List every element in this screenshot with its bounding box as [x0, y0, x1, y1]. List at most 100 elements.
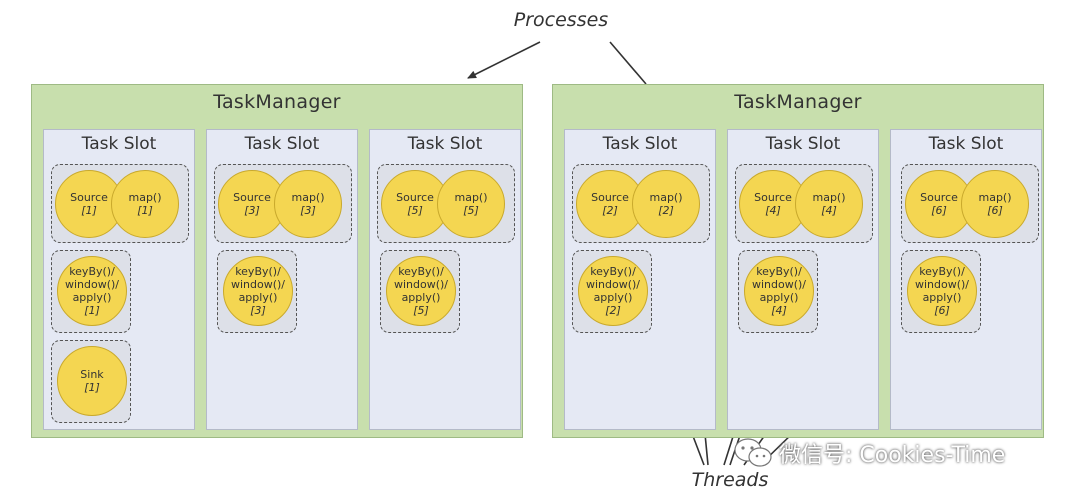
window-operator: keyBy()/ window()/ apply() [1] — [57, 256, 127, 326]
map-operator: map() [1] — [111, 170, 179, 238]
operator-name: window()/ — [585, 278, 641, 291]
window-operator: keyBy()/ window()/ apply() [6] — [907, 256, 977, 326]
source-map-group: Source [6] map() [6] — [901, 164, 1039, 243]
operator-name: Sink — [80, 368, 104, 381]
operator-name: window()/ — [64, 278, 120, 291]
source-map-group: Source [1] map() [1] — [51, 164, 189, 243]
task-slot-6: Task Slot Source [6] map() [6] keyBy()/ … — [890, 129, 1042, 430]
source-operator: Source [1] — [55, 170, 123, 238]
task-manager-title: TaskManager — [734, 91, 862, 113]
operator-index: [5] — [463, 204, 479, 217]
task-manager-2: TaskManager Task Slot Source [2] map() [… — [552, 84, 1044, 438]
operator-name: Source — [70, 191, 108, 204]
task-slot-title: Task Slot — [81, 134, 157, 154]
task-slot-2: Task Slot Source [3] map() [3] keyBy()/ … — [206, 129, 358, 430]
task-manager-title: TaskManager — [213, 91, 341, 113]
operator-name: Source — [591, 191, 629, 204]
operator-name: keyBy()/ — [398, 265, 444, 278]
operator-name: apply() — [759, 291, 799, 304]
operator-name: apply() — [922, 291, 962, 304]
operator-index: [3] — [300, 204, 316, 217]
operator-name: map() — [812, 191, 846, 204]
operator-name: window()/ — [914, 278, 970, 291]
map-operator: map() [6] — [961, 170, 1029, 238]
operator-index: [5] — [413, 304, 429, 317]
task-slot-title: Task Slot — [407, 134, 483, 154]
task-slot-3: Task Slot Source [5] map() [5] keyBy()/ … — [369, 129, 521, 430]
operator-name: Source — [754, 191, 792, 204]
operator-index: [6] — [987, 204, 1003, 217]
operator-name: keyBy()/ — [756, 265, 802, 278]
processes-arrow-right — [609, 41, 647, 85]
task-slot-1: Task Slot Source [1] map() [1] keyBy()/ … — [43, 129, 195, 430]
processes-arrow-left — [467, 41, 541, 79]
window-group: keyBy()/ window()/ apply() [2] — [572, 250, 652, 333]
operator-index: [1] — [137, 204, 153, 217]
operator-index: [6] — [931, 204, 947, 217]
operator-name: map() — [128, 191, 162, 204]
operator-name: keyBy()/ — [235, 265, 281, 278]
operator-name: keyBy()/ — [919, 265, 965, 278]
source-map-group: Source [5] map() [5] — [377, 164, 515, 243]
sink-operator: Sink [1] — [57, 346, 127, 416]
window-group: keyBy()/ window()/ apply() [1] — [51, 250, 131, 333]
task-slot-4: Task Slot Source [2] map() [2] keyBy()/ … — [564, 129, 716, 430]
threads-label: Threads — [691, 469, 769, 491]
operator-name: map() — [291, 191, 325, 204]
operator-name: map() — [649, 191, 683, 204]
window-operator: keyBy()/ window()/ apply() [4] — [744, 256, 814, 326]
operator-index: [5] — [407, 204, 423, 217]
task-slot-title: Task Slot — [602, 134, 678, 154]
source-map-group: Source [3] map() [3] — [214, 164, 352, 243]
window-group: keyBy()/ window()/ apply() [4] — [738, 250, 818, 333]
operator-index: [1] — [84, 304, 100, 317]
window-group: keyBy()/ window()/ apply() [3] — [217, 250, 297, 333]
processes-label: Processes — [513, 9, 609, 31]
operator-name: Source — [920, 191, 958, 204]
task-slot-title: Task Slot — [244, 134, 320, 154]
source-map-group: Source [4] map() [4] — [735, 164, 873, 243]
operator-index: [4] — [771, 304, 787, 317]
window-group: keyBy()/ window()/ apply() [5] — [380, 250, 460, 333]
operator-name: apply() — [238, 291, 278, 304]
source-operator: Source [5] — [381, 170, 449, 238]
operator-index: [3] — [250, 304, 266, 317]
operator-name: keyBy()/ — [590, 265, 636, 278]
operator-index: [2] — [658, 204, 674, 217]
window-group: keyBy()/ window()/ apply() [6] — [901, 250, 981, 333]
task-manager-1: TaskManager Task Slot Source [1] map() [… — [31, 84, 523, 438]
operator-index: [2] — [605, 304, 621, 317]
wechat-watermark: 微信号: Cookies-Time — [733, 437, 1005, 469]
operator-index: [4] — [765, 204, 781, 217]
map-operator: map() [5] — [437, 170, 505, 238]
operator-index: [1] — [84, 381, 100, 394]
operator-index: [6] — [934, 304, 950, 317]
operator-name: map() — [978, 191, 1012, 204]
task-slot-title: Task Slot — [765, 134, 841, 154]
operator-name: window()/ — [230, 278, 286, 291]
window-operator: keyBy()/ window()/ apply() [3] — [223, 256, 293, 326]
task-slot-title: Task Slot — [928, 134, 1004, 154]
operator-name: Source — [233, 191, 271, 204]
wechat-icon — [734, 438, 772, 467]
window-operator: keyBy()/ window()/ apply() [2] — [578, 256, 648, 326]
operator-name: apply() — [72, 291, 112, 304]
operator-index: [3] — [244, 204, 260, 217]
task-slot-5: Task Slot Source [4] map() [4] keyBy()/ … — [727, 129, 879, 430]
source-operator: Source [6] — [905, 170, 973, 238]
source-map-group: Source [2] map() [2] — [572, 164, 710, 243]
operator-name: window()/ — [751, 278, 807, 291]
operator-name: apply() — [401, 291, 441, 304]
operator-index: [2] — [602, 204, 618, 217]
operator-name: window()/ — [393, 278, 449, 291]
operator-name: apply() — [593, 291, 633, 304]
window-operator: keyBy()/ window()/ apply() [5] — [386, 256, 456, 326]
operator-name: map() — [454, 191, 488, 204]
operator-name: keyBy()/ — [69, 265, 115, 278]
operator-index: [1] — [81, 204, 97, 217]
operator-name: Source — [396, 191, 434, 204]
operator-index: [4] — [821, 204, 837, 217]
map-operator: map() [4] — [795, 170, 863, 238]
map-operator: map() [3] — [274, 170, 342, 238]
map-operator: map() [2] — [632, 170, 700, 238]
